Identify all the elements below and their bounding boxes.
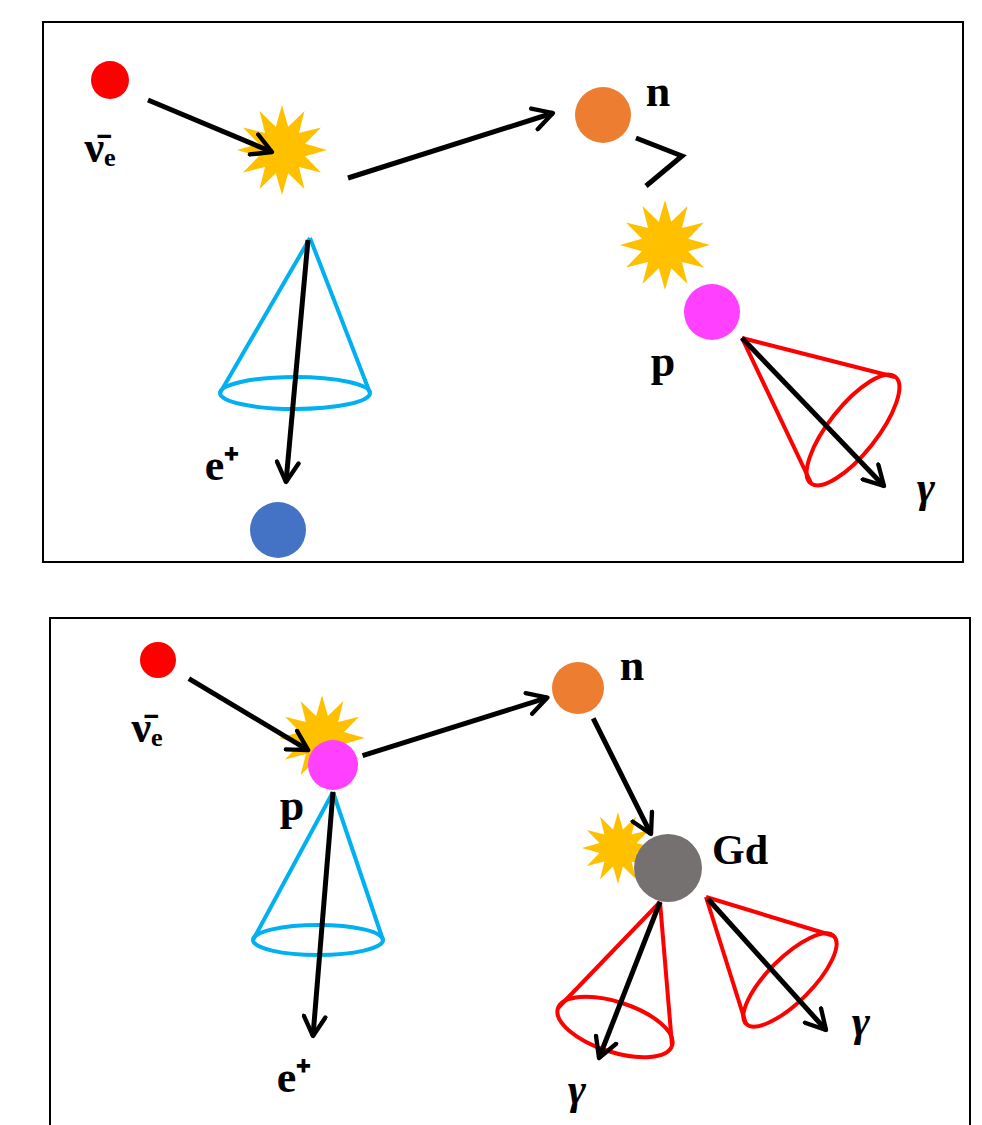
- particle-label: ν̄ₑ: [84, 124, 115, 172]
- particle-circle: e⁺: [250, 502, 306, 558]
- particle-circle: ν̄ₑ: [140, 642, 176, 678]
- cherenkov-cone: [731, 921, 850, 1040]
- particle-circle: n: [575, 87, 631, 143]
- particle-label: ν̄ₑ: [131, 704, 162, 752]
- interaction-starburst: [237, 105, 327, 195]
- gamma-symbol: γ: [568, 1066, 586, 1114]
- particle-symbol: e⁺: [205, 442, 240, 490]
- particle-symbol: p: [280, 782, 304, 830]
- particle-arrow: [286, 240, 308, 482]
- scatter-path: [636, 138, 682, 186]
- particle-circle: p: [684, 284, 740, 340]
- particle-label: γ: [917, 464, 935, 512]
- particle-symbol: p: [651, 338, 675, 386]
- particle-label: γ: [852, 998, 870, 1046]
- particle-label: γ: [568, 1066, 586, 1114]
- particle-symbol: ν̄ₑ: [84, 124, 115, 172]
- particle-symbol: ν̄ₑ: [131, 704, 162, 752]
- particle-symbol: e⁺: [277, 1054, 312, 1102]
- particle-arrow: [593, 718, 651, 834]
- cherenkov-cone: [660, 902, 672, 1045]
- panel-frame: [43, 22, 963, 562]
- particle-symbol: n: [646, 68, 670, 116]
- particle-arrow: [708, 899, 826, 1030]
- particle-circle: p: [308, 740, 358, 790]
- particle-label: n: [620, 642, 644, 690]
- particle-label: e⁺: [277, 1054, 312, 1102]
- particle-arrow: [313, 792, 333, 1036]
- particle-circle: Gd: [634, 834, 702, 902]
- cherenkov-cone: [742, 338, 895, 377]
- particle-symbol: n: [620, 642, 644, 690]
- gamma-symbol: γ: [852, 998, 870, 1046]
- cherenkov-cone: [558, 902, 660, 1008]
- particle-label: e⁺: [205, 442, 240, 490]
- interaction-starburst: [620, 200, 710, 290]
- particle-label: Gd: [712, 827, 768, 873]
- particle-arrow: [742, 338, 884, 486]
- particle-symbol: Gd: [712, 827, 768, 873]
- particle-circle: ν̄ₑ: [91, 61, 129, 99]
- particle-arrow: [189, 679, 308, 751]
- cherenkov-cone: [310, 238, 370, 393]
- particle-arrow: [348, 113, 553, 178]
- cherenkov-cone: [333, 792, 383, 940]
- particle-label: p: [651, 338, 675, 386]
- particle-label: n: [646, 68, 670, 116]
- panel-frame: [50, 618, 970, 1125]
- cherenkov-cone: [742, 338, 811, 483]
- particle-circle: n: [552, 662, 604, 714]
- gamma-symbol: γ: [917, 464, 935, 512]
- particle-arrow: [599, 902, 660, 1058]
- particle-label: p: [280, 782, 304, 830]
- particle-arrow: [148, 100, 272, 152]
- particle-arrow: [363, 698, 548, 756]
